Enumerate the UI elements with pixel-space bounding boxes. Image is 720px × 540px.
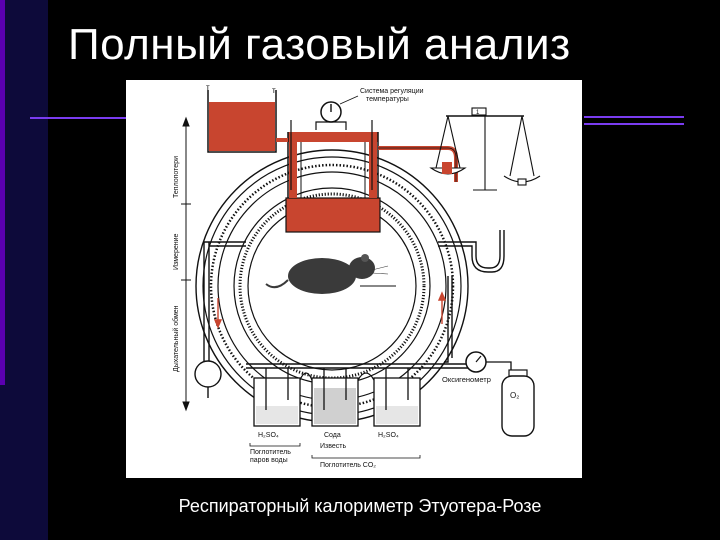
- measurement-label: Измерение: [173, 233, 180, 270]
- heat-exchanger-tank: [207, 90, 458, 233]
- oxygen-meter: [465, 351, 512, 376]
- left-band: [0, 0, 48, 540]
- decorative-line-right-bottom: [584, 123, 684, 125]
- slide-caption: Респираторный калориметр Этуотера-Розе: [178, 496, 542, 516]
- temperature-control-gauge: [315, 95, 359, 130]
- heat-loss-label: Теплопотери: [173, 156, 180, 198]
- thermometer-label-left: т: [206, 83, 210, 92]
- thermometer-label-right: т: [272, 86, 276, 95]
- slide-title: Полный газовый анализ: [68, 20, 571, 69]
- water-absorber-label-line1: Поглотитель: [250, 449, 291, 456]
- oxygen-cylinder-label: O₂: [510, 391, 519, 400]
- temp-control-label-line2: температуры: [366, 96, 409, 103]
- calorimeter-diagram: т т Система регуляции температуры 1 Тепл…: [126, 80, 582, 478]
- oxygen-cylinder: [501, 369, 535, 437]
- flow-arrows: [213, 291, 447, 329]
- air-circulation-pipes: [203, 230, 505, 369]
- h2so4-left-label: H₂SO₄: [258, 432, 279, 439]
- decorative-line-left: [30, 117, 130, 119]
- respiratory-exchange-label: Дыхательный обмен: [172, 305, 180, 372]
- absorber-jars: [253, 368, 421, 427]
- decorative-line-right-top: [584, 116, 684, 118]
- mouse-illustration: [265, 254, 396, 294]
- lime-label: Известь: [320, 443, 346, 450]
- balance-scale: [429, 107, 541, 191]
- soda-label: Сода: [324, 432, 341, 439]
- h2so4-right-label: H₂SO₄: [378, 432, 399, 439]
- pump-icon: [194, 360, 222, 388]
- balance-weight-label: 1: [476, 110, 480, 116]
- side-scale: [181, 116, 191, 412]
- co2-absorber-label: Поглотитель CO₂: [320, 462, 376, 469]
- absorber-brackets: [249, 443, 421, 459]
- temp-control-label-line1: Система регуляции: [360, 88, 424, 95]
- oxygen-meter-label: Оксигенометр: [442, 375, 491, 384]
- left-accent-bar: [0, 0, 5, 385]
- water-absorber-label-line2: паров воды: [250, 457, 288, 464]
